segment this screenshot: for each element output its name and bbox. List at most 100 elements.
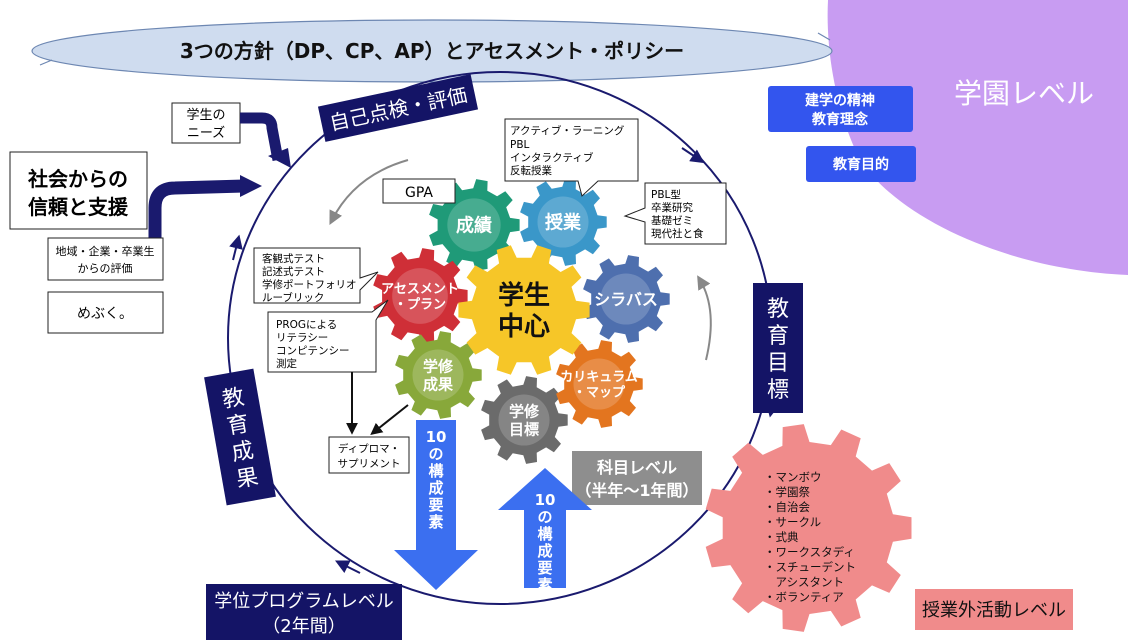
student-needs-line-2: ニーズ (187, 125, 225, 141)
teaching-methods-line-4: 反転授業 (510, 164, 552, 177)
down-arrow-label-char-5: 要 (428, 496, 443, 514)
tests-line-4: ルーブリック (262, 291, 324, 304)
activity-item-8: アシスタント (764, 575, 844, 589)
gear-jugyo-hub (537, 196, 589, 248)
program-level-line-1: 学位プログラムレベル (214, 591, 393, 612)
pbl-line-1: PBL型 (651, 188, 681, 201)
gear-syllabus-hub (600, 273, 652, 325)
diploma-supplement-line-2: サプリメント (338, 458, 401, 470)
education-result-char-4: 果 (234, 465, 260, 493)
down-arrow-label-char-4: 成 (428, 479, 443, 497)
education-purpose-label: 教育目的 (833, 156, 889, 173)
mebuku-label: めぶく。 (77, 306, 133, 322)
gear-curriculum: カリキュラム・マップ (556, 340, 643, 428)
gear-syllabus: シラバス (583, 255, 670, 343)
gear-assessment-label-2: ・プラン (394, 297, 446, 312)
gear-jugyo-label-1: 授業 (545, 211, 582, 233)
gpa-box (382, 178, 456, 204)
up-arrow-label-char-6: 素 (537, 576, 552, 594)
up-arrow-label-char-3: 構 (537, 525, 552, 543)
gear-center-label-2: 中心 (498, 312, 550, 342)
self-review-label-box (317, 74, 479, 142)
gear-jugyo-shape (520, 178, 607, 266)
extracurricular-level-box (915, 589, 1073, 630)
gear-seiseki-hub (447, 198, 501, 252)
education-result-char-1: 教 (220, 385, 246, 413)
education-result-char-2: 育 (225, 411, 251, 439)
tests-line-2: 記述式テスト (262, 265, 325, 278)
components-up-arrow (498, 468, 592, 588)
education-goal-char-3: 目 (767, 351, 789, 376)
gpa-label: GPA (405, 185, 433, 201)
prog-callout (267, 299, 389, 373)
external-evaluation-box (47, 237, 164, 281)
gear-center-shape (458, 245, 590, 375)
external-evaluation-line-1: 地域・企業・卒業生 (56, 244, 155, 258)
program-level-line-2: （2年間） (262, 616, 345, 637)
education-result-char-3: 成 (230, 438, 256, 466)
teaching-methods-callout (504, 118, 639, 197)
down-arrow-label-char-1: 10 (426, 428, 447, 446)
gear-gakushu-mokuhyo-label-1: 学修 (509, 402, 540, 420)
inner-cycle-arrow-left (329, 159, 409, 225)
policy-banner-title: 3つの方針（DP、CP、AP）とアセスメント・ポリシー (180, 39, 684, 63)
teaching-methods-line-2: PBL (510, 139, 530, 151)
down-arrow-label-char-6: 素 (428, 513, 443, 531)
up-arrow-label-char-5: 要 (537, 559, 552, 577)
gear-assessment-hub (392, 268, 448, 324)
components-down-arrow (394, 420, 478, 590)
gear-jugyo: 授業 (520, 178, 607, 266)
activity-item-6: ・ワークスタディ (764, 545, 855, 559)
pbl-line-4: 現代社と食 (651, 227, 704, 240)
gear-curriculum-label-1: カリキュラム (560, 370, 638, 385)
evaluation-arrow (148, 179, 245, 240)
education-goal-char-1: 教 (767, 297, 789, 322)
up-arrow-label-char-2: の (537, 508, 552, 526)
program-level-box (206, 584, 402, 640)
activity-item-1: ・マンボウ (764, 470, 822, 484)
gear-curriculum-shape (556, 340, 643, 428)
student-needs-box (171, 102, 241, 144)
extracurricular-level-label: 授業外活動レベル (922, 600, 1066, 621)
prog-line-4: 測定 (276, 357, 297, 370)
education-result-label-box (204, 368, 276, 506)
pbl-callout (623, 182, 727, 245)
subject-level-box (572, 451, 702, 505)
education-goal-label-box (753, 283, 803, 413)
gear-curriculum-label-2: ・マップ (573, 385, 626, 400)
gear-gakushu-seika-shape (395, 331, 482, 419)
social-trust-line-1: 社会からの (27, 167, 128, 191)
tests-callout (253, 247, 379, 304)
prog-line-2: リテラシー (276, 332, 328, 344)
gear-gakushu-seika-label-1: 学修 (423, 357, 454, 375)
needs-arrow (240, 112, 284, 162)
subject-level-line-1: 科目レベル (597, 458, 677, 477)
gear-gakushu-seika-hub (412, 349, 464, 401)
social-trust-box (9, 151, 148, 230)
student-needs-line-1: 学生の (186, 107, 225, 123)
down-arrow-label-char-3: 構 (428, 462, 443, 480)
activity-item-5: ・式典 (764, 530, 799, 544)
campus-level-region (827, 0, 1128, 275)
gear-gakushu-mokuhyo-label-2: 目標 (509, 420, 539, 438)
gear-gakushu-mokuhyo-shape (481, 376, 568, 464)
up-arrow-label-char-1: 10 (535, 491, 556, 509)
down-arrow-label-char-2: の (428, 445, 443, 463)
activity-item-9: ・ボランティア (764, 590, 844, 604)
teaching-methods-line-3: インタラクティブ (510, 151, 594, 164)
pbl-line-3: 基礎ゼミ (651, 214, 693, 227)
activity-item-3: ・自治会 (764, 500, 810, 514)
gear-assessment-shape (373, 248, 468, 344)
external-evaluation-line-2: からの評価 (78, 261, 133, 275)
founding-spirit-line-2: 教育理念 (812, 111, 869, 128)
diploma-supplement-line-1: ディプロマ・ (338, 442, 400, 455)
mebuku-box (47, 291, 164, 334)
campus-level-label: 学園レベル (954, 77, 1094, 110)
education-purpose-box (806, 146, 916, 182)
founding-spirit-line-1: 建学の精神 (805, 92, 875, 109)
education-goal-char-2: 育 (767, 324, 789, 349)
tests-line-1: 客観式テスト (262, 252, 325, 265)
